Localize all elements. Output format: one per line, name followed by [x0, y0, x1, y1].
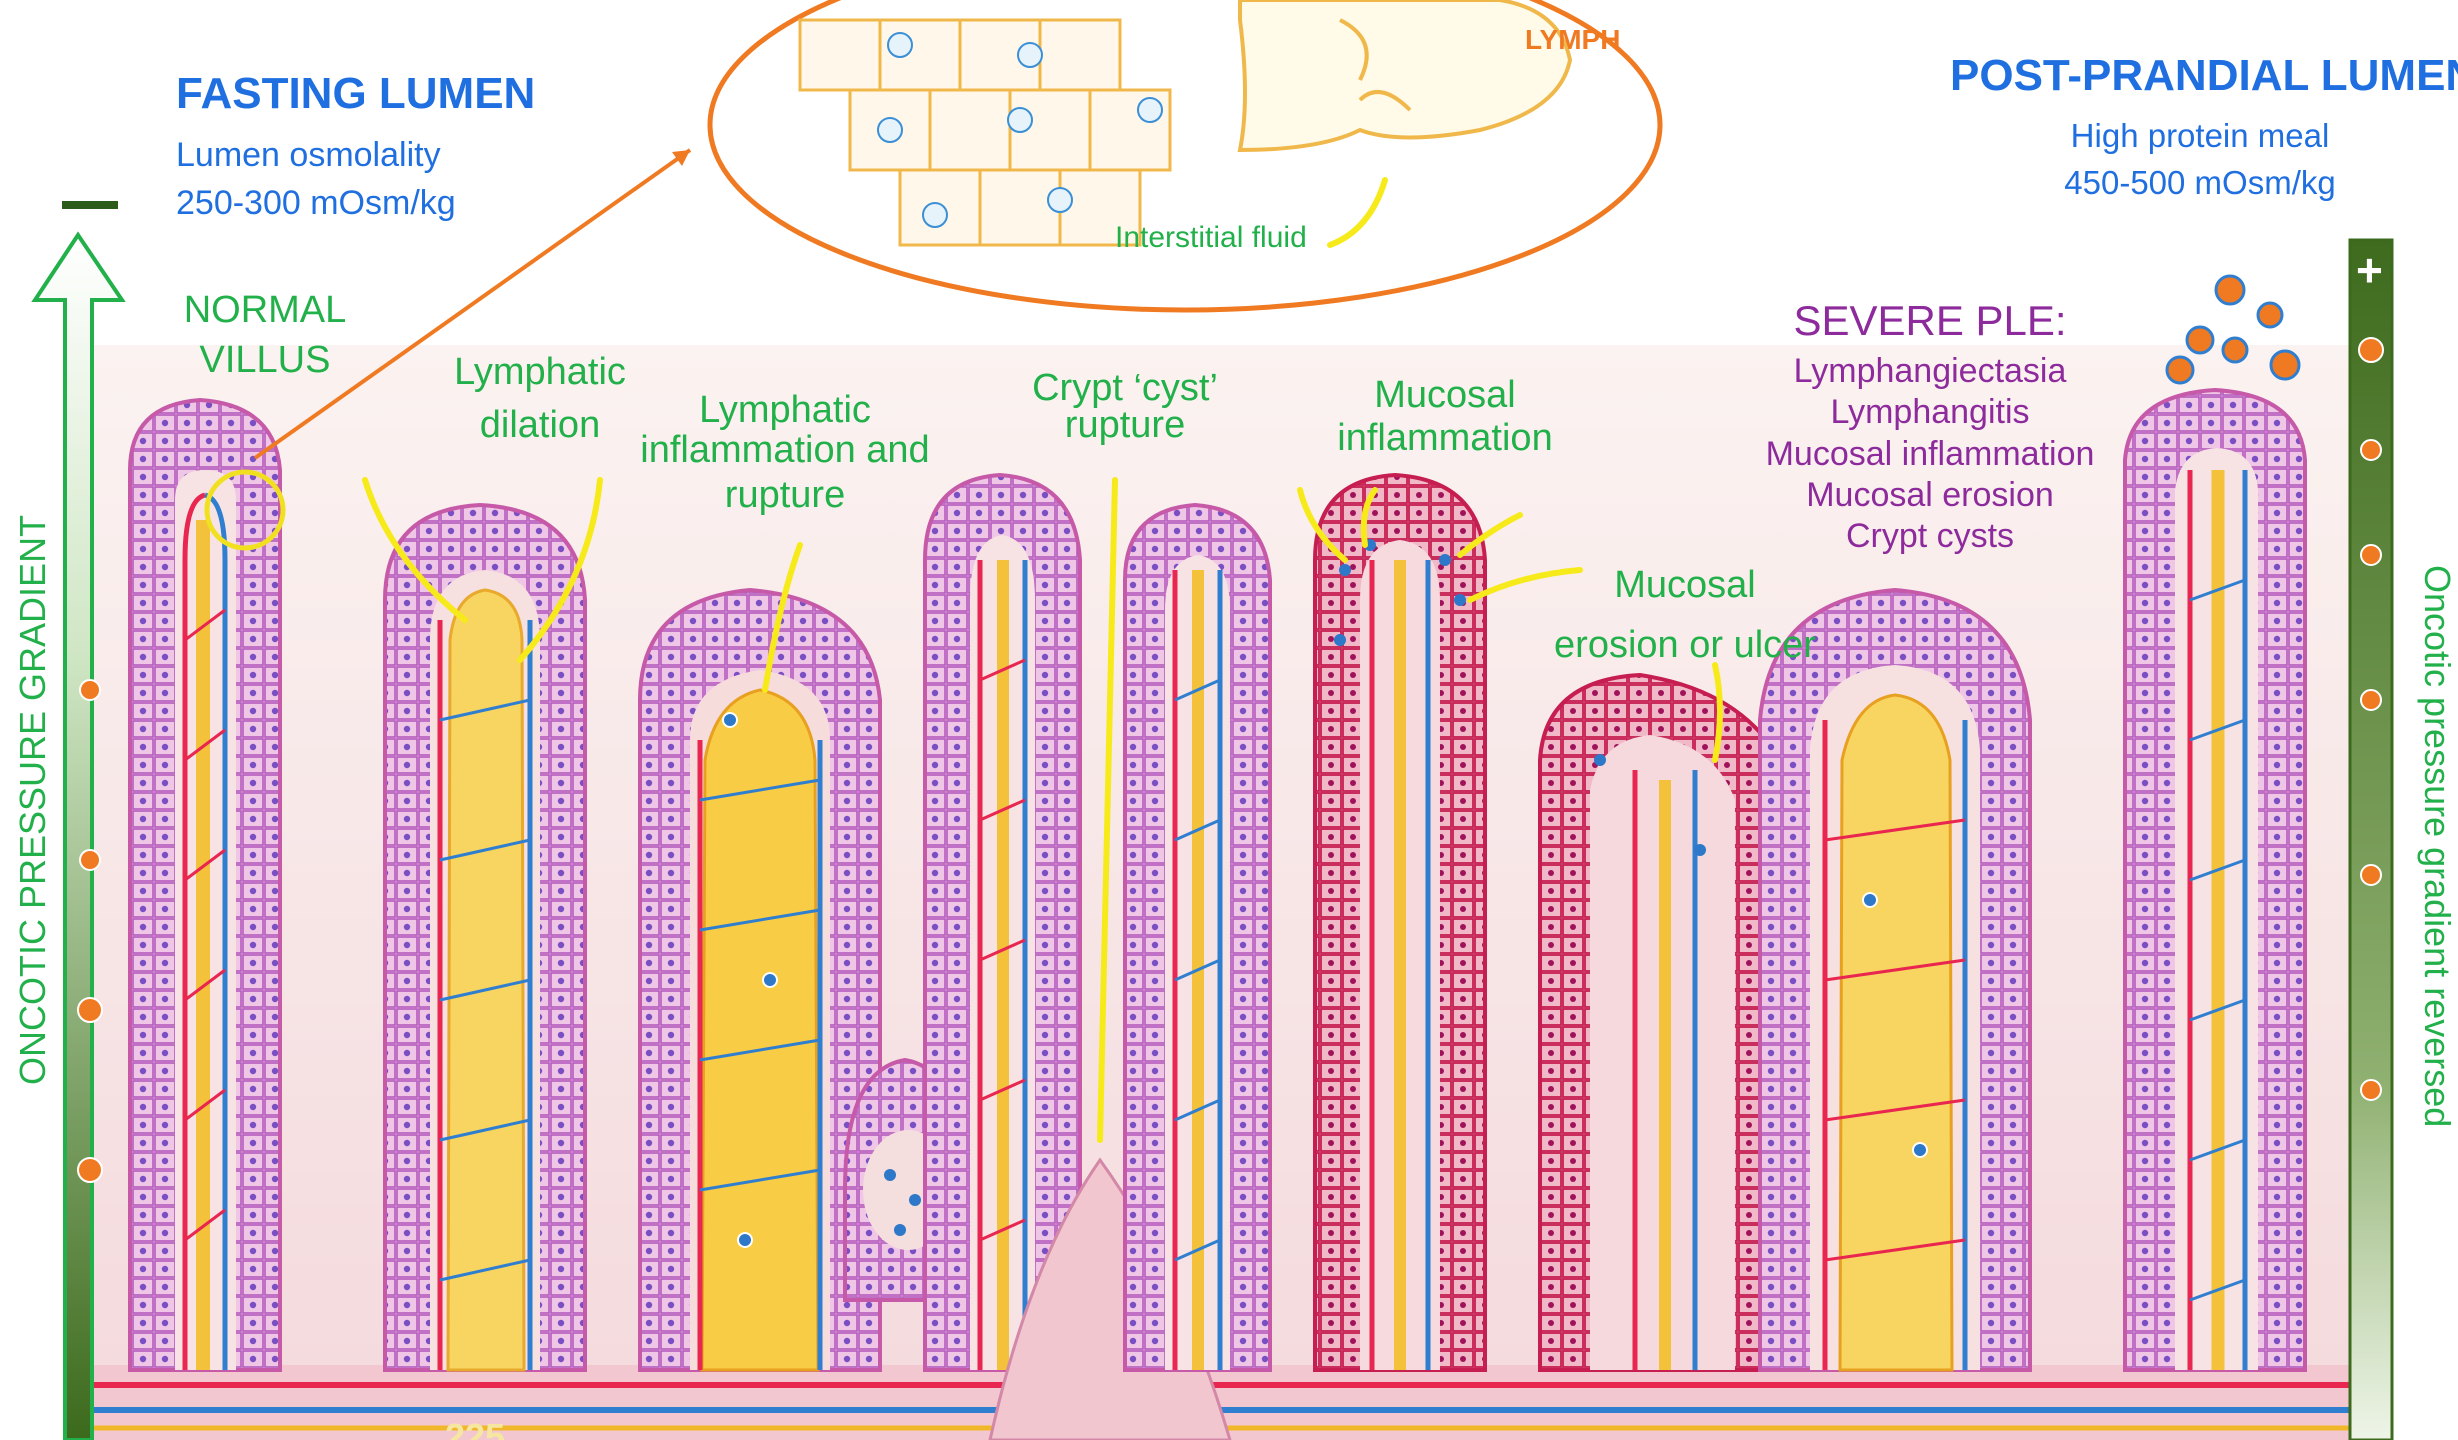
oncotic-gradient-right-bar — [2350, 240, 2392, 1440]
label-lymphatic-dilation-2: dilation — [430, 405, 650, 446]
fasting-osmolality-label: Lumen osmolality — [176, 137, 441, 174]
villus-post-prandial — [2125, 390, 2305, 1370]
label-lymphatic-inflammation-1: Lymphatic — [635, 390, 935, 431]
footer-partial-number: 225 — [445, 1418, 505, 1440]
right-bar-plus-sign: + — [2356, 246, 2383, 296]
label-normal-villus-1: NORMAL — [160, 290, 370, 331]
label-lymphatic-inflammation-2: inflammation and — [625, 430, 945, 471]
severe-ple-item-crypt-cysts: Crypt cysts — [1730, 518, 2130, 555]
postprandial-osmolality-value: 450-500 mOsm/kg — [2020, 165, 2380, 201]
oncotic-gradient-right-label: Oncotic pressure gradient reversed — [2416, 565, 2458, 1127]
inset-connector-arrow — [672, 150, 690, 166]
fasting-osmolality-value: 250-300 mOsm/kg — [176, 185, 456, 222]
label-crypt-cyst-1: Crypt ‘cyst’ — [1005, 368, 1245, 409]
label-mucosal-erosion-1: Mucosal — [1560, 565, 1810, 606]
villus-crypt-rupture-right — [1125, 505, 1270, 1370]
inset-lymph-label: LYMPH — [1525, 25, 1620, 55]
severe-ple-item-mucosal-erosion: Mucosal erosion — [1730, 477, 2130, 514]
oncotic-gradient-left-label: ONCOTIC PRESSURE GRADIENT — [12, 515, 54, 1085]
inset-interstitial-label: Interstitial fluid — [1115, 222, 1307, 254]
severe-ple-title: SEVERE PLE: — [1730, 298, 2130, 343]
villus-lymphatic-dilation — [385, 505, 585, 1370]
label-mucosal-inflammation-2: inflammation — [1325, 418, 1565, 459]
label-crypt-cyst-2: rupture — [1005, 405, 1245, 446]
villus-erosion-ulcer — [1540, 675, 1780, 1370]
label-mucosal-erosion-2: erosion or ulcer — [1540, 625, 1830, 666]
postprandial-title: POST-PRANDIAL LUMEN — [1950, 52, 2458, 100]
fasting-title: FASTING LUMEN — [176, 70, 535, 118]
label-lymphatic-inflammation-3: rupture — [635, 475, 935, 516]
label-lymphatic-dilation-1: Lymphatic — [430, 352, 650, 393]
severe-ple-item-mucosal-inflammation: Mucosal inflammation — [1730, 436, 2130, 473]
villus-mucosal-inflammation — [1315, 475, 1485, 1370]
severe-ple-item-lymphangiectasia: Lymphangiectasia — [1730, 353, 2130, 390]
label-mucosal-inflammation-1: Mucosal — [1325, 375, 1565, 416]
villus-severe-ple — [1760, 590, 2030, 1370]
postprandial-meal-label: High protein meal — [2020, 118, 2380, 154]
severe-ple-item-lymphangitis: Lymphangitis — [1730, 394, 2130, 431]
label-normal-villus-2: VILLUS — [160, 340, 370, 381]
lymph-inset — [710, 0, 1660, 310]
